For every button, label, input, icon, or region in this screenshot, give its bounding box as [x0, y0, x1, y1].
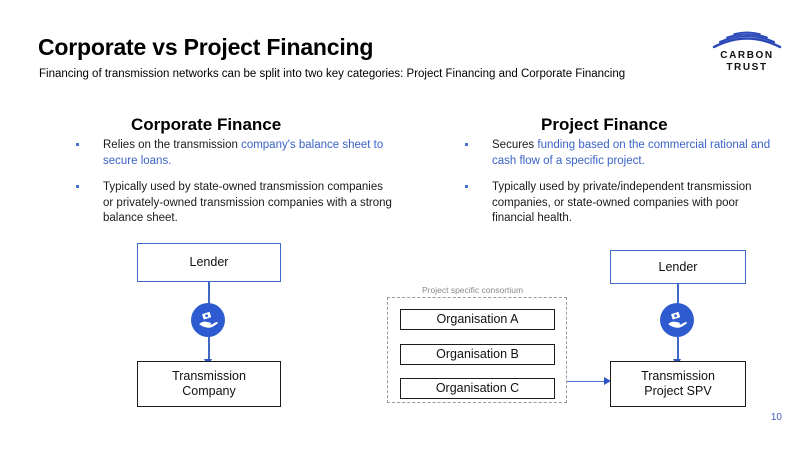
hand-holding-money-icon: [191, 303, 225, 337]
arrowhead-right-spv: [604, 377, 611, 385]
bullet-list-corporate-finance: Relies on the transmission company's bal…: [74, 138, 394, 238]
bullet-text-plain: Relies on the transmission: [103, 139, 242, 151]
hand-holding-money-icon: [660, 303, 694, 337]
hand-holding-money-glyph: [668, 311, 687, 328]
bullet-marker-icon: [465, 185, 468, 188]
bullet-marker-icon: [76, 143, 79, 146]
node-label-line1: Transmission: [641, 369, 715, 383]
bullet-text-plain: Typically used by private/independent tr…: [492, 181, 752, 224]
connector-badge-to-company-left: [208, 337, 210, 361]
page-subtitle: Financing of transmission networks can b…: [39, 68, 626, 80]
connector-lender-to-badge-right: [677, 284, 679, 304]
node-label-line2: Company: [182, 384, 236, 398]
node-lender-corporate: Lender: [137, 243, 281, 282]
bullet-text-highlight: funding based on the commercial rational…: [492, 139, 771, 167]
node-label: Organisation A: [436, 312, 519, 326]
logo-arcs-icon: [712, 31, 782, 49]
node-label-line2: Project SPV: [644, 384, 712, 398]
connector-consortium-to-spv: [567, 381, 605, 383]
node-transmission-company: Transmission Company: [137, 361, 281, 407]
node-label: Organisation B: [436, 347, 519, 361]
node-lender-project: Lender: [610, 250, 746, 284]
consortium-group-boundary: [387, 297, 567, 403]
bullet-marker-icon: [465, 143, 468, 146]
bullet-text-plain: Secures: [492, 139, 538, 151]
node-label-line1: Transmission: [172, 369, 246, 383]
connector-lender-to-badge-left: [208, 282, 210, 304]
page-number: 10: [770, 412, 782, 423]
list-item: Relies on the transmission company's bal…: [74, 138, 394, 169]
column-heading-corporate-finance: Corporate Finance: [131, 115, 282, 134]
list-item: Secures funding based on the commercial …: [463, 138, 783, 169]
consortium-group-label: Project specific consortium: [422, 285, 524, 295]
page-title: Corporate vs Project Financing: [38, 34, 374, 60]
logo-text-trust: TRUST: [726, 62, 768, 73]
node-organisation-b: Organisation B: [400, 344, 555, 365]
logo-text-carbon: CARBON: [720, 50, 774, 61]
list-item: Typically used by state-owned transmissi…: [74, 180, 394, 227]
node-organisation-c: Organisation C: [400, 378, 555, 399]
carbon-trust-logo: CARBON TRUST: [710, 28, 784, 74]
connector-badge-to-spv: [677, 337, 679, 361]
list-item: Typically used by private/independent tr…: [463, 180, 783, 227]
node-label: Lender: [658, 259, 698, 274]
node-label: Lender: [189, 255, 229, 269]
hand-holding-money-glyph: [199, 311, 218, 328]
node-organisation-a: Organisation A: [400, 309, 555, 330]
node-transmission-project-spv: Transmission Project SPV: [610, 361, 746, 407]
bullet-marker-icon: [76, 185, 79, 188]
bullet-text-highlight: company's balance sheet to secure loans.: [103, 139, 384, 167]
column-heading-project-finance: Project Finance: [541, 115, 668, 134]
bullet-list-project-finance: Secures funding based on the commercial …: [463, 138, 783, 238]
bullet-text-plain: Typically used by state-owned transmissi…: [103, 181, 392, 224]
node-label: Organisation C: [435, 381, 520, 395]
